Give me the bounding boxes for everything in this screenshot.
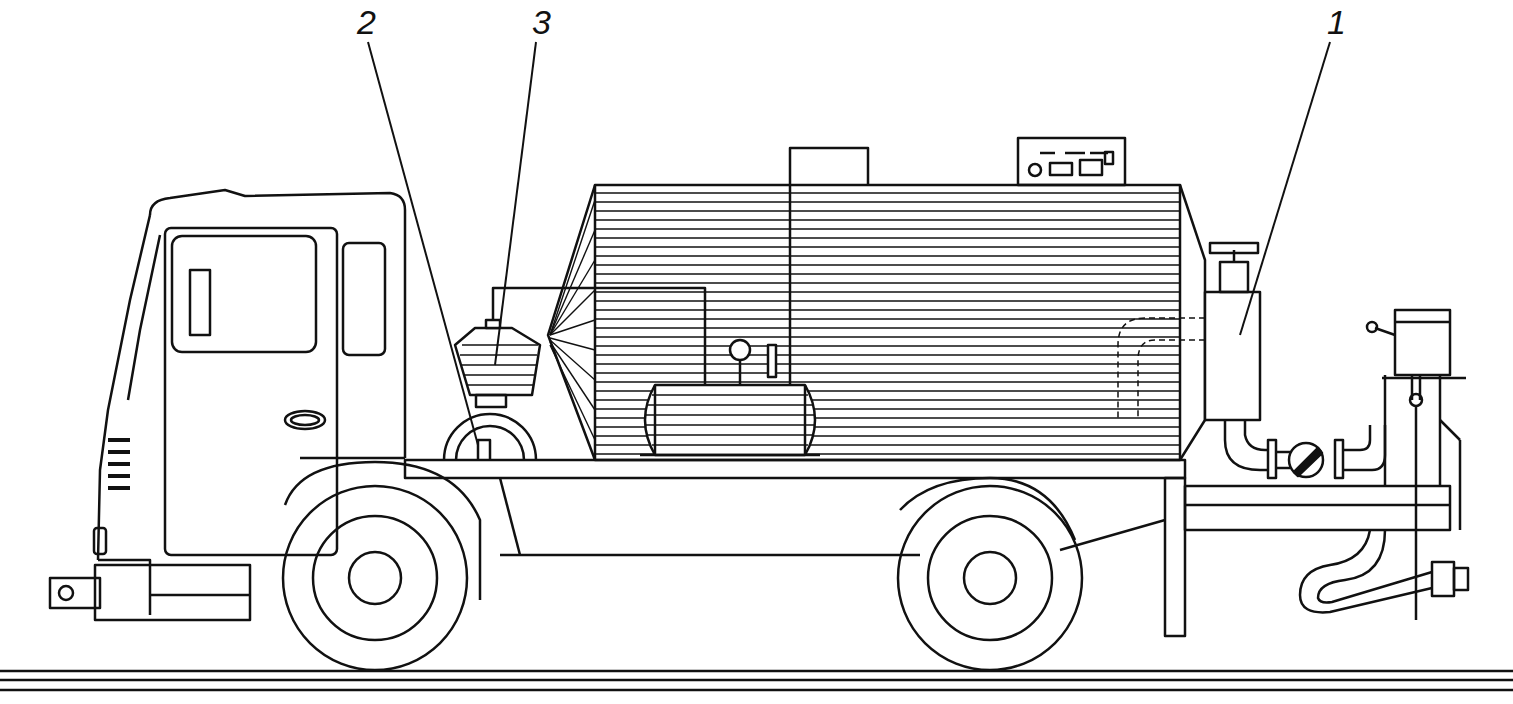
part-1-unit [1118,243,1260,420]
callout-number: 3 [532,4,551,40]
chassis [285,458,1450,636]
rear-unit [1300,310,1468,620]
wheels [283,486,1082,670]
heater-cylinder [640,340,820,455]
ground-lines [0,671,1513,690]
callout-number: 1 [1327,4,1346,40]
part-3-cyclone [455,288,705,395]
leader-lines [368,42,1330,445]
callout-number: 2 [357,4,376,40]
pump-piping [1225,420,1385,478]
tank [548,138,1205,460]
part-2-blower [444,395,536,460]
cab [50,190,405,620]
